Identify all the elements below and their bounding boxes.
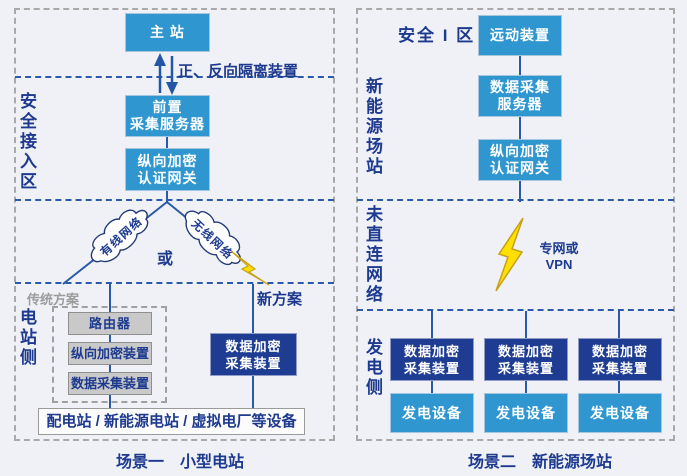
- left-separator-network-top: [15, 199, 334, 201]
- left-scenario-panel: [14, 8, 335, 441]
- zone-label-unconnected-network: 未直连网络: [363, 205, 382, 305]
- remote-terminal-box: 远动装置: [478, 15, 562, 56]
- data-encrypt-collector-box-3: 数据加密 采集装置: [578, 338, 662, 381]
- big-lightning-icon: [495, 217, 524, 292]
- new-solution-label: 新方案: [257, 291, 303, 308]
- vpn-gateway-box-right: 纵向加密 认证网关: [478, 139, 562, 181]
- isolation-device-label: 正、反向隔离装置: [178, 63, 299, 80]
- zone-label-generation-side: 发电侧: [363, 338, 382, 398]
- small-lightning-icon: [230, 250, 270, 286]
- main-station-box: 主 站: [125, 13, 210, 52]
- legacy-solution-group: [52, 306, 167, 403]
- data-collect-server-box: 数据采集 服务器: [478, 75, 562, 117]
- down-arrow-icon: [166, 56, 178, 95]
- right-separator-network-top: [357, 199, 674, 201]
- right-scenario-panel: [356, 8, 675, 441]
- generator-box-3: 发电设备: [578, 393, 662, 433]
- private-network-vpn-label: 专网或 VPN: [539, 241, 579, 272]
- zone-label-security-access: 安全接入区: [17, 92, 36, 192]
- scenario-two-caption: 场景二 新能源场站: [467, 454, 612, 471]
- zone-label-station-side: 电站侧: [17, 308, 36, 368]
- left-separator-isolation: [15, 76, 334, 78]
- right-separator-generation: [357, 309, 674, 311]
- scenario-one-caption: 场景一 小型电站: [115, 454, 244, 471]
- data-collect-device-box: 数据采集装置: [68, 372, 152, 395]
- generator-box-2: 发电设备: [484, 393, 568, 433]
- data-encrypt-collector-box-2: 数据加密 采集装置: [484, 338, 568, 381]
- generator-box-1: 发电设备: [390, 393, 474, 433]
- longitudinal-encrypt-device-box: 纵向加密装置: [68, 342, 152, 365]
- station-equipment-box: 配电站 / 新能源电站 / 虚拟电厂等设备: [38, 408, 305, 435]
- vpn-gateway-box-left: 纵向加密 认证网关: [125, 148, 210, 191]
- router-box: 路由器: [68, 312, 152, 335]
- data-encrypt-collector-box-left: 数据加密 采集装置: [210, 333, 297, 376]
- wired-network-cloud: 有线网络: [90, 209, 149, 263]
- wireless-network-cloud: 无线网络: [184, 210, 241, 266]
- legacy-solution-label: 传统方案: [27, 292, 80, 307]
- left-separator-station-side: [15, 282, 334, 284]
- or-label: 或: [156, 251, 173, 268]
- front-collect-server-box: 前置 采集服务器: [125, 95, 210, 137]
- security-zone1-label: 安全 I 区: [398, 26, 476, 45]
- zone-label-renewable-site: 新能源场站: [363, 77, 382, 177]
- up-arrow-icon: [154, 53, 166, 93]
- data-encrypt-collector-box-1: 数据加密 采集装置: [390, 338, 474, 381]
